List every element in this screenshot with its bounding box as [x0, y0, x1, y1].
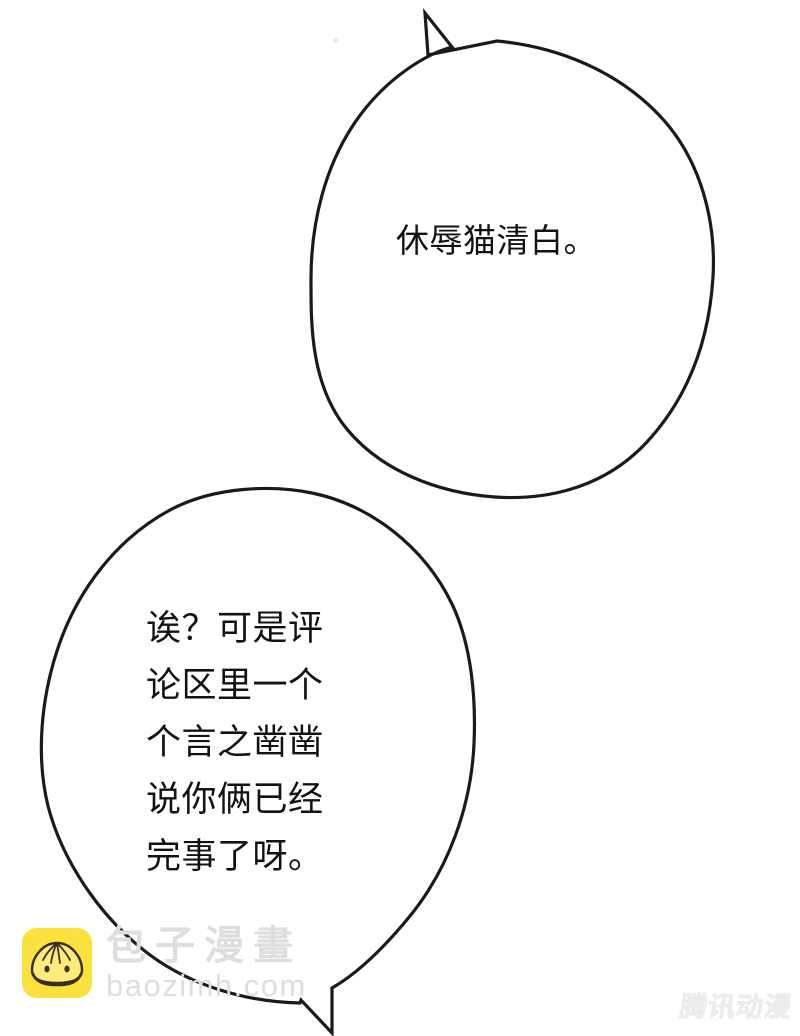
baozimh-watermark: 包子漫畫 baozimh.com: [22, 924, 307, 1003]
baozimh-chinese-name: 包子漫畫: [106, 924, 302, 968]
speech-bubble-2-line: 说你俩已经: [146, 780, 324, 819]
speech-bubble-2-line: 完事了呀。: [146, 837, 324, 876]
speech-bubble-2-text: 诶？可是评 论区里一个 个言之凿凿 说你俩已经 完事了呀。: [146, 600, 386, 885]
speech-bubble-2-line: 个言之凿凿: [146, 723, 324, 762]
tencent-comics-watermark: 腾讯动漫: [677, 992, 795, 1023]
baozimh-wordmark: 包子漫畫 baozimh.com: [106, 924, 307, 1003]
baozi-bun-icon: [22, 928, 92, 998]
speech-bubble-2-line: 诶？可是评: [146, 609, 324, 648]
speech-bubble-1-text: 休辱猫清白。: [396, 222, 597, 259]
scan-artifact-speck: [333, 38, 338, 43]
speech-bubble-2-line: 论区里一个: [146, 666, 324, 705]
baozimh-url: baozimh.com: [106, 968, 307, 1003]
